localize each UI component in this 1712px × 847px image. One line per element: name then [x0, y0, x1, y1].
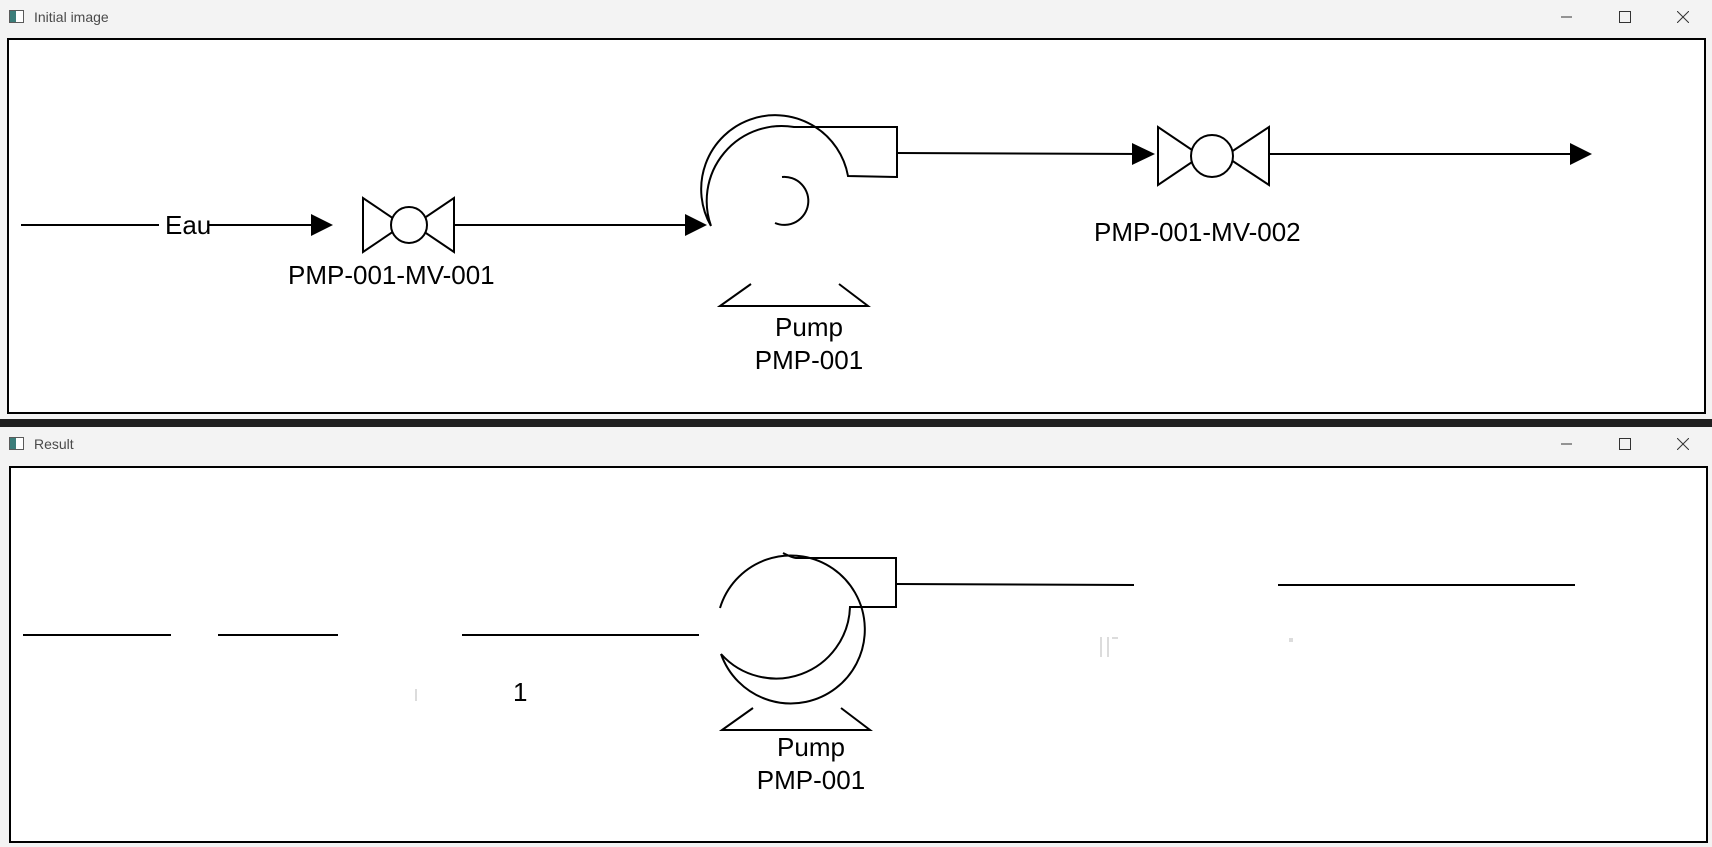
valve-2-symbol	[1157, 125, 1270, 187]
app-icon	[9, 10, 24, 23]
stream-label: Eau	[165, 210, 212, 240]
outlet-arrow	[1570, 143, 1592, 165]
pump-name-label: Pump	[775, 312, 843, 342]
valve-2-tag: PMP-001-MV-002	[1094, 217, 1301, 247]
window-controls	[1538, 0, 1712, 34]
title-bar[interactable]: Result	[0, 427, 1712, 463]
result-diagram	[23, 552, 1575, 731]
diagram-canvas: Eau PMP-001-MV-001 PMP-001-MV-002 Pump P…	[7, 38, 1706, 414]
result-canvas: 1 Pump PMP-001	[9, 466, 1708, 843]
close-icon	[1677, 438, 1689, 450]
window-title: Initial image	[34, 9, 109, 25]
result-pump-symbol	[718, 552, 897, 731]
pump-symbol	[700, 114, 898, 307]
maximize-button[interactable]	[1596, 0, 1654, 34]
pump-tag-label: PMP-001	[754, 345, 864, 375]
result-line-4	[895, 583, 1135, 586]
valve-1-tag: PMP-001-MV-001	[288, 260, 495, 290]
close-button[interactable]	[1654, 427, 1712, 461]
maximize-icon	[1619, 11, 1631, 23]
inlet-arrow	[311, 214, 333, 236]
valve-1-symbol	[362, 196, 455, 254]
close-icon	[1677, 11, 1689, 23]
app-icon	[9, 437, 24, 450]
maximize-button[interactable]	[1596, 427, 1654, 461]
faint-text-remnants	[415, 637, 1293, 701]
window-title: Result	[34, 436, 74, 452]
result-pump-tag-label: PMP-001	[756, 765, 866, 795]
title-bar[interactable]: Initial image	[0, 0, 1712, 36]
minimize-icon	[1561, 443, 1572, 445]
result-fragment-label: 1	[513, 677, 528, 707]
result-window: Result	[0, 427, 1712, 847]
valve2-inlet-arrow	[1132, 143, 1155, 165]
process-diagram	[21, 114, 1592, 307]
window-controls	[1538, 427, 1712, 461]
line-pump-to-valve2	[896, 152, 1147, 155]
close-button[interactable]	[1654, 0, 1712, 34]
minimize-icon	[1561, 16, 1572, 18]
pump-inlet-arrow	[685, 214, 707, 236]
minimize-button[interactable]	[1538, 427, 1596, 461]
initial-image-window: Initial image	[0, 0, 1712, 419]
minimize-button[interactable]	[1538, 0, 1596, 34]
result-pump-name-label: Pump	[777, 732, 845, 762]
maximize-icon	[1619, 438, 1631, 450]
